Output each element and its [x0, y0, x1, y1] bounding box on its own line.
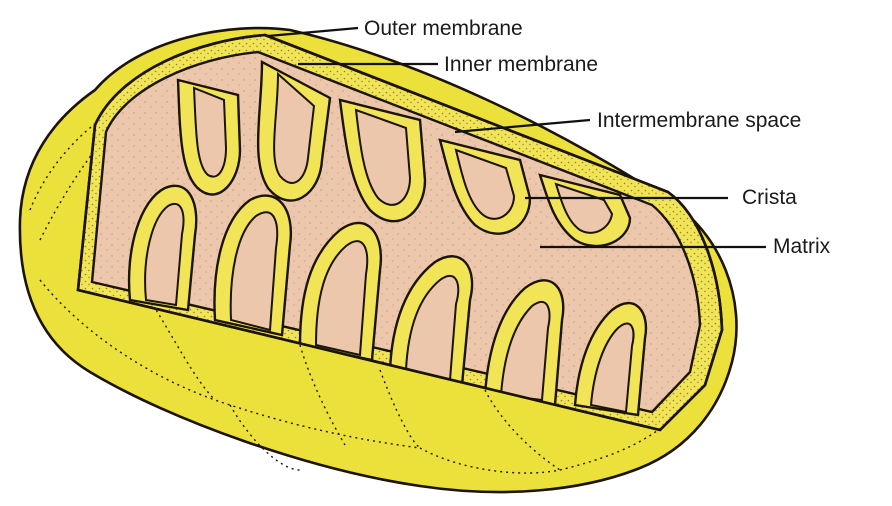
- crista-label: Crista: [742, 186, 797, 209]
- inner-membrane-label: Inner membrane: [444, 53, 598, 76]
- labels: Outer membrane Inner membrane Intermembr…: [267, 17, 831, 258]
- intermembrane-space-leader: [454, 118, 591, 134]
- outer-membrane-label: Outer membrane: [364, 17, 523, 40]
- outer-membrane-leader: [267, 26, 359, 38]
- cut-section: [76, 33, 724, 432]
- matrix-label: Matrix: [773, 235, 831, 258]
- cristae: [127, 60, 648, 417]
- intermembrane-space-label: Intermembrane space: [597, 109, 801, 132]
